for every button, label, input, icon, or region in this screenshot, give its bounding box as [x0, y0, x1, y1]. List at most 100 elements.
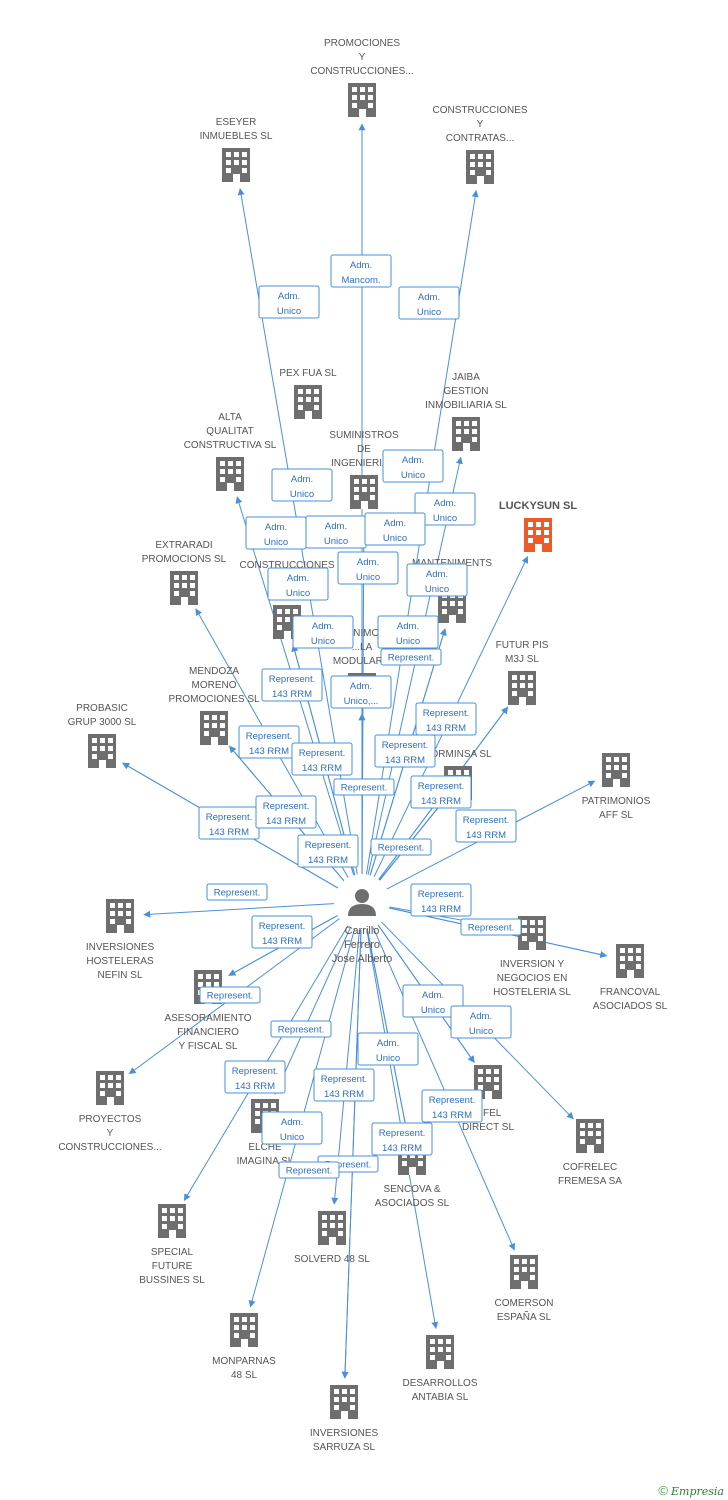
- edge-label[interactable]: Represent.143 RRM: [291, 742, 353, 776]
- edge-label[interactable]: Represent.: [206, 883, 268, 901]
- company-node-pex-fua[interactable]: PEX FUA SL: [279, 368, 337, 419]
- edge-label[interactable]: Represent.: [333, 778, 395, 796]
- company-node-sencova[interactable]: SENCOVA &ASOCIADOS SL: [375, 1141, 450, 1209]
- edge-label-text: Unico: [433, 513, 457, 524]
- company-label: SOLVERD 48 SL: [294, 1254, 370, 1265]
- company-node-construcciones-y-contratas[interactable]: CONSTRUCCIONESYCONTRATAS...: [432, 105, 528, 184]
- edge-label[interactable]: Represent.143 RRM: [238, 725, 300, 759]
- company-node-solverd[interactable]: SOLVERD 48 SL: [294, 1211, 370, 1265]
- edge-label[interactable]: Represent.: [370, 838, 432, 856]
- edge-label[interactable]: Represent.143 RRM: [198, 806, 260, 840]
- edge-label[interactable]: Represent.143 RRM: [224, 1060, 286, 1094]
- edge-label[interactable]: Represent.143 RRM: [313, 1068, 375, 1102]
- edge-label[interactable]: Represent.143 RRM: [455, 809, 517, 843]
- edge-label-box: [377, 615, 439, 649]
- edge-label[interactable]: Adm.Unico: [377, 615, 439, 649]
- edge-label[interactable]: Adm.Unico: [414, 492, 476, 526]
- edge-label[interactable]: Adm.Unico: [406, 563, 468, 597]
- company-label: Y: [477, 119, 484, 130]
- edge-label[interactable]: Adm.Unico: [261, 1111, 323, 1145]
- brand-logo: Empresia: [671, 1485, 724, 1498]
- edge-label-box: [291, 742, 353, 776]
- company-node-luckysun[interactable]: LUCKYSUN SL: [499, 500, 578, 552]
- edge-label[interactable]: Represent.143 RRM: [255, 795, 317, 829]
- edge-label[interactable]: Adm. Unico: [450, 1005, 512, 1039]
- person-name: Carrillo: [345, 925, 380, 937]
- edge-label[interactable]: Adm.Unico: [271, 468, 333, 502]
- edge-label[interactable]: Represent.: [380, 648, 442, 666]
- building-icon: [426, 1335, 454, 1369]
- edge-label-text: Unico: [401, 470, 425, 481]
- edge-label-text: 143 RRM: [385, 755, 425, 766]
- edge-label[interactable]: Represent.143 RRM: [251, 915, 313, 949]
- company-label: CONTRATAS...: [446, 133, 515, 144]
- edge-label[interactable]: Represent.143 RRM: [261, 668, 323, 702]
- edge-label[interactable]: Represent.143 RRM: [410, 883, 472, 917]
- edge-label[interactable]: Adm.Unico: [305, 515, 367, 549]
- company-label: FUTUR PIS: [496, 640, 549, 651]
- edge-label[interactable]: Adm.Unico: [337, 551, 399, 585]
- edge-label[interactable]: Adm.Unico: [267, 567, 329, 601]
- edge-label[interactable]: Adm.Unico: [402, 984, 464, 1018]
- edge-label[interactable]: Represent.: [278, 1161, 340, 1179]
- edge-label[interactable]: Represent.143 RRM: [415, 702, 477, 736]
- edge-label-text: Adm.: [350, 260, 372, 271]
- company-label: EXTRARADI: [155, 540, 212, 551]
- company-node-promociones-y-construcciones[interactable]: PROMOCIONESYCONSTRUCCIONES...: [310, 38, 414, 117]
- edge-label[interactable]: Adm.Unico: [364, 512, 426, 546]
- edge-label-text: Unico: [469, 1026, 493, 1037]
- edge-label[interactable]: Adm.Unico: [292, 615, 354, 649]
- edge-label[interactable]: Adm.Unico: [245, 516, 307, 550]
- edge-label[interactable]: Represent.: [460, 918, 522, 936]
- edge-label[interactable]: Adm.Unico: [398, 286, 460, 320]
- company-node-modular[interactable]: ...NIMO...LAMODULAR...: [333, 628, 391, 707]
- edge-label-text: Adm.: [470, 1011, 492, 1022]
- edge-label[interactable]: Represent.: [199, 986, 261, 1004]
- edge-label-text: Represent.: [321, 1074, 367, 1085]
- edge-label-text: 143 RRM: [421, 796, 461, 807]
- building-icon: [602, 753, 630, 787]
- edge-label[interactable]: Represent.: [270, 1020, 332, 1038]
- edge-label[interactable]: Adm.Unico: [382, 449, 444, 483]
- edge-label[interactable]: Represent.143 RRM: [297, 834, 359, 868]
- edge-label[interactable]: Represent.143 RRM: [371, 1122, 433, 1156]
- edge-label[interactable]: Represent.143 RRM: [421, 1089, 483, 1123]
- company-node-suministros-de-ingenieria[interactable]: SUMINISTROSDEINGENIERIA...: [329, 430, 399, 509]
- edge-label[interactable]: Adm.Mancom.: [330, 254, 392, 288]
- edge-label[interactable]: Adm.Unico: [258, 285, 320, 319]
- edge-label-text: Represent.: [263, 801, 309, 812]
- edge-label-text: Adm.: [397, 621, 419, 632]
- edge-label-text: Adm.: [384, 518, 406, 529]
- edges-layer: [122, 123, 608, 1379]
- company-node-proyectos-y-construcciones[interactable]: PROYECTOSYCONSTRUCCIONES...: [58, 1071, 162, 1153]
- edge-label-box: [206, 883, 268, 901]
- edge-label[interactable]: Adm.Unico: [357, 1032, 419, 1066]
- edge-label[interactable]: Represent.143 RRM: [374, 734, 436, 768]
- edge-label[interactable]: Adm.Unico,...: [330, 675, 392, 709]
- building-icon: [524, 518, 552, 552]
- footer-brand[interactable]: © Empresia: [658, 1483, 724, 1498]
- edge-label[interactable]: Represent.143 RRM: [410, 775, 472, 809]
- company-node-forminsa[interactable]: FORMINSA SL: [424, 749, 492, 800]
